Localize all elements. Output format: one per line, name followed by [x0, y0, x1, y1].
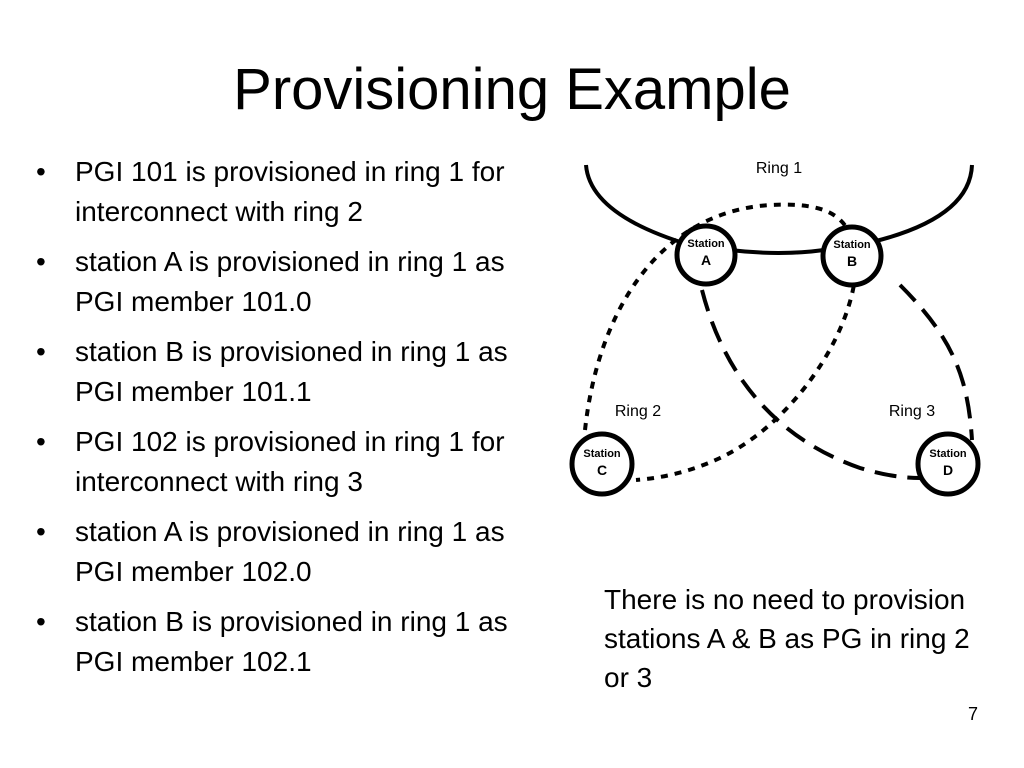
- station-a-label: Station: [687, 238, 725, 250]
- station-d-label: Station: [929, 448, 967, 460]
- station-c-letter: C: [597, 462, 607, 478]
- station-d-letter: D: [943, 462, 953, 478]
- bullet-text: station A is provisioned in ring 1 as PG…: [75, 246, 505, 317]
- station-b-letter: B: [847, 253, 857, 269]
- bullet-item: • PGI 101 is provisioned in ring 1 for in…: [30, 152, 540, 232]
- bullet-marker: •: [36, 156, 46, 187]
- station-c-label: Station: [583, 448, 621, 460]
- bullet-marker: •: [36, 426, 46, 457]
- bullet-text: station B is provisioned in ring 1 as PG…: [75, 336, 508, 407]
- station-d: Station D: [915, 431, 981, 497]
- ring3-label: Ring 3: [889, 403, 935, 420]
- page-number: 7: [967, 704, 978, 724]
- slide-title: Provisioning Example: [233, 57, 791, 122]
- station-a-letter: A: [701, 252, 711, 268]
- station-a: Station A: [674, 223, 738, 287]
- bullet-item: • station B is provisioned in ring 1 as P…: [30, 602, 540, 682]
- bullet-marker: •: [36, 516, 46, 547]
- bullet-item: • station A is provisioned in ring 1 as P…: [30, 512, 540, 592]
- station-b-label: Station: [833, 239, 871, 251]
- bullet-text: station A is provisioned in ring 1 as PG…: [75, 516, 505, 587]
- station-b: Station B: [820, 224, 884, 288]
- bullet-text: PGI 102 is provisioned in ring 1 for int…: [75, 426, 505, 497]
- ring3-path: [700, 289, 921, 480]
- bullet-text: PGI 101 is provisioned in ring 1 for int…: [75, 156, 505, 227]
- ring1-arc: [584, 164, 691, 247]
- bullet-list: • PGI 101 is provisioned in ring 1 for in…: [30, 152, 540, 692]
- bullet-text: station B is provisioned in ring 1 as PG…: [75, 606, 508, 677]
- bullet-marker: •: [36, 336, 46, 367]
- ring1-arc: [729, 248, 825, 255]
- bullet-marker: •: [36, 606, 46, 637]
- bullet-item: • station A is provisioned in ring 1 as P…: [30, 242, 540, 322]
- note-text: There is no need to provision stations A…: [604, 584, 970, 693]
- station-c: Station C: [569, 431, 635, 497]
- bullet-marker: •: [36, 246, 46, 277]
- bullet-item: • PGI 102 is provisioned in ring 1 for in…: [30, 422, 540, 502]
- ring2-label: Ring 2: [615, 403, 661, 420]
- bullet-item: • station B is provisioned in ring 1 as P…: [30, 332, 540, 412]
- ring2-path: [583, 202, 859, 482]
- ring1-label: Ring 1: [756, 160, 802, 177]
- ring1-arc: [871, 164, 974, 244]
